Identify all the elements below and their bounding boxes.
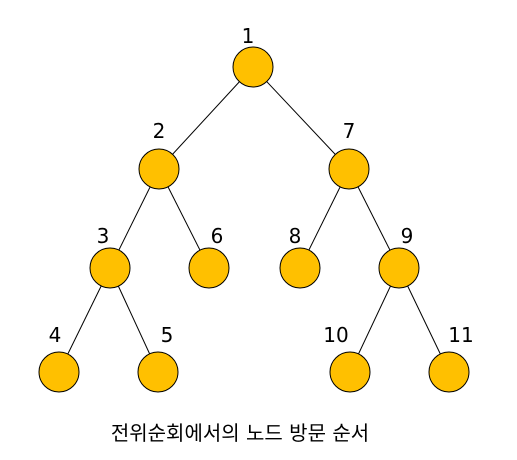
node-label-3: 3 bbox=[97, 224, 110, 248]
tree-node-1 bbox=[232, 46, 274, 88]
diagram-caption: 전위순회에서의 노드 방문 순서 bbox=[111, 421, 369, 445]
tree-node-6 bbox=[188, 247, 230, 289]
node-label-1: 1 bbox=[242, 24, 255, 48]
tree-edges bbox=[58, 66, 450, 373]
tree-node-4 bbox=[38, 351, 80, 393]
tree-node-11 bbox=[428, 351, 470, 393]
tree-node-10 bbox=[329, 351, 371, 393]
tree-node-7 bbox=[328, 148, 370, 190]
node-label-5: 5 bbox=[161, 323, 174, 347]
node-label-6: 6 bbox=[211, 224, 224, 248]
node-label-4: 4 bbox=[49, 323, 62, 347]
edge-n1-n2 bbox=[158, 66, 254, 170]
node-label-9: 9 bbox=[401, 224, 414, 248]
tree-node-3 bbox=[89, 247, 131, 289]
node-labels: 1 2 3 4 5 6 7 8 9 10 11 bbox=[49, 24, 474, 347]
tree-node-8 bbox=[279, 247, 321, 289]
tree-node-5 bbox=[137, 351, 179, 393]
tree-node-9 bbox=[378, 247, 420, 289]
node-label-2: 2 bbox=[153, 119, 166, 143]
edge-n1-n7 bbox=[252, 66, 350, 170]
node-label-11: 11 bbox=[448, 323, 473, 347]
node-label-8: 8 bbox=[289, 224, 302, 248]
tree-nodes bbox=[38, 46, 470, 393]
tree-node-2 bbox=[138, 148, 180, 190]
node-label-10: 10 bbox=[323, 323, 348, 347]
node-label-7: 7 bbox=[343, 119, 356, 143]
